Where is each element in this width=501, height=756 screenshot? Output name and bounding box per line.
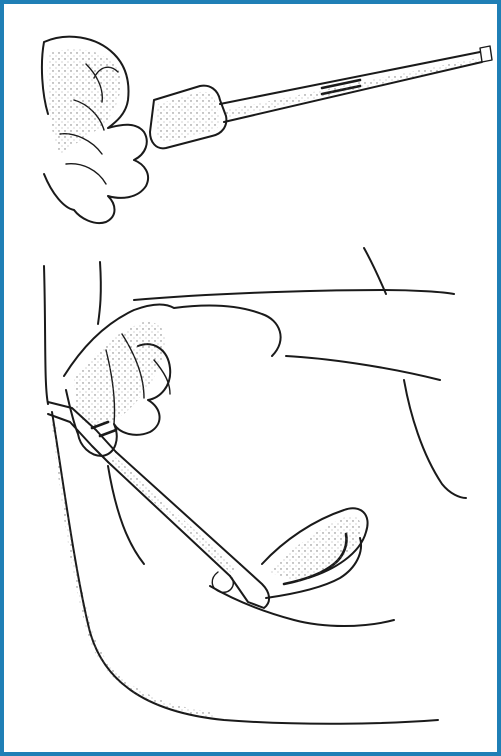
bottom-instrument-shading — [110, 456, 236, 574]
bottom-top-outline — [134, 290, 454, 300]
bottom-top-right-stroke — [364, 248, 386, 294]
top-cannula-shading — [226, 58, 480, 118]
top-hand-shading — [48, 49, 121, 154]
bottom-right-contour — [286, 356, 440, 380]
bottom-second-vertical-line — [98, 262, 101, 324]
bottom-panel-drawing — [44, 248, 466, 724]
bottom-right-curve — [404, 380, 466, 498]
top-panel-drawing — [42, 37, 492, 223]
line-illustration — [4, 4, 497, 752]
bottom-left-vertical-line — [44, 266, 48, 404]
bottom-hand-shading — [74, 322, 165, 426]
top-syringe-shading — [156, 92, 220, 143]
top-cannula-tip — [480, 46, 492, 62]
bottom-instrument-tip — [230, 564, 269, 608]
